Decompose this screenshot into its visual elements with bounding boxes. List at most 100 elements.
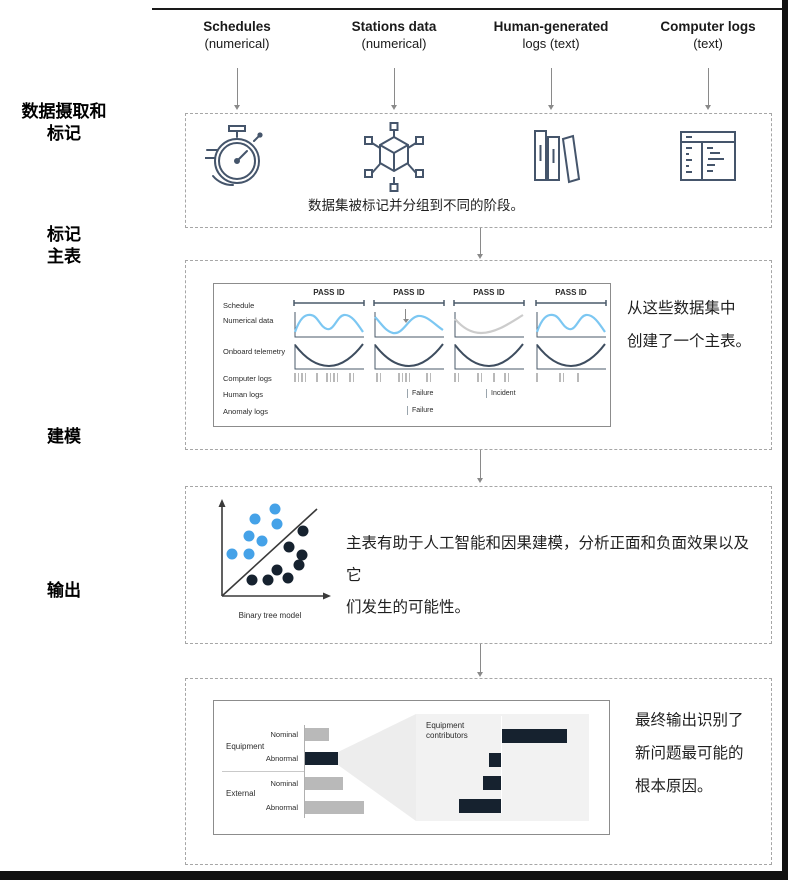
bar-external-abnormal: [305, 801, 364, 814]
stage-label-line: 标记: [47, 124, 81, 143]
highlight-arrow-line: [405, 309, 406, 319]
master-table-panel: Schedule Numerical data Onboard telemetr…: [213, 283, 611, 427]
note-line: 们发生的可能性。: [346, 599, 471, 616]
contributors-label: Equipment contributors: [426, 721, 468, 741]
waterfall-bar-4: [459, 799, 501, 813]
log-ticks: [376, 373, 381, 382]
pass-id-label: PASS ID: [393, 288, 425, 297]
arrow-line: [394, 68, 395, 105]
modeling-note: 主表有助于人工智能和因果建模，分析正面和负面效果以及它 们发生的可能性。: [346, 528, 756, 624]
bar-external-nominal: [305, 777, 343, 790]
zoom-trapezoid: [338, 714, 416, 821]
bar-label: Abnormal: [265, 754, 298, 763]
log-ticks: [477, 373, 482, 382]
log-ticks: [559, 373, 564, 382]
schedule-bracket: [453, 300, 525, 306]
event-tick: [407, 389, 408, 398]
connector-line: [480, 644, 481, 672]
stage-label-line: 主表: [47, 247, 81, 266]
frame-bottom-edge: [0, 871, 788, 880]
bar-equipment-nominal: [305, 728, 329, 741]
row-label: Anomaly logs: [223, 407, 269, 416]
telemetry-chart: [454, 343, 524, 370]
note-line: 从这些数据集中: [627, 300, 736, 317]
down-arrow-icon: [477, 478, 483, 483]
header-title: Computer logs: [660, 19, 756, 34]
wave-chart-gray: [454, 312, 524, 338]
box-ingestion: [185, 113, 772, 228]
stage-label-line: 数据摄取和: [21, 102, 107, 121]
group-label: Equipment: [226, 742, 265, 751]
arrow-line: [708, 68, 709, 105]
waterfall-bar-3: [483, 776, 501, 790]
arrow-line: [237, 68, 238, 105]
header-human-logs: Human-generated logs (text): [471, 18, 631, 52]
log-table-icon: [680, 131, 736, 181]
note-line: 主表有助于人工智能和因果建模，分析正面和负面效果以及它: [346, 535, 750, 584]
wave-chart-blue: [374, 312, 444, 338]
arrow-line: [551, 68, 552, 105]
group-divider-line: [222, 771, 304, 772]
stopwatch-icon: [205, 125, 263, 187]
schedule-bracket: [373, 300, 445, 306]
down-arrow-icon: [705, 105, 711, 110]
log-ticks: [504, 373, 509, 382]
event-label: Failure: [412, 407, 434, 414]
event-tick: [486, 389, 487, 398]
log-ticks: [454, 373, 459, 382]
note-line: 根本原因。: [635, 778, 713, 795]
pass-id-label: PASS ID: [555, 288, 587, 297]
header-schedules: Schedules (numerical): [157, 18, 317, 52]
row-label: Schedule: [223, 301, 255, 310]
schedule-bracket: [535, 300, 607, 306]
header-subtitle: (numerical): [361, 36, 427, 51]
header-title: Human-generated: [493, 19, 609, 34]
bar-axis-line: [304, 725, 305, 818]
log-ticks: [349, 373, 354, 382]
row-label: Computer logs: [223, 374, 272, 383]
log-ticks: [294, 373, 306, 382]
waterfall-axis-line: [501, 716, 502, 813]
telemetry-chart: [374, 343, 444, 370]
waterfall-bar-2: [489, 753, 501, 767]
stage-label-master-table: 标记 主表: [6, 224, 122, 268]
stage-label-line: 建模: [47, 427, 81, 446]
header-subtitle: logs (text): [522, 36, 580, 51]
row-label: Onboard telemetry: [223, 347, 286, 356]
log-ticks: [577, 373, 579, 382]
header-subtitle: (text): [693, 36, 723, 51]
output-panel: Equipment External Nominal Abnormal Nomi…: [213, 700, 610, 835]
bar-label: Abnormal: [265, 803, 298, 812]
down-arrow-icon: [548, 105, 554, 110]
contributors-label-line: Equipment: [426, 721, 465, 730]
down-arrow-icon: [391, 105, 397, 110]
binary-tree-scatter-plot: [218, 499, 331, 600]
output-note: 最终输出识别了 新问题最可能的 根本原因。: [635, 704, 744, 803]
scatter-caption: Binary tree model: [238, 611, 302, 620]
stage-label-output: 输出: [6, 580, 122, 602]
pass-id-label: PASS ID: [473, 288, 505, 297]
down-arrow-icon: [477, 672, 483, 677]
row-label: Human logs: [223, 390, 264, 399]
bar-equipment-abnormal: [305, 752, 338, 765]
frame-top-edge: [152, 8, 788, 10]
header-computer-logs: Computer logs (text): [628, 18, 788, 52]
connector-line: [480, 450, 481, 478]
ingestion-caption: 数据集被标记并分组到不同的阶段。: [308, 198, 524, 213]
bar-label: Nominal: [270, 779, 298, 788]
pass-id-label: PASS ID: [313, 288, 345, 297]
row-label: Numerical data: [223, 316, 274, 325]
wave-chart-blue: [535, 312, 606, 338]
log-ticks: [326, 373, 338, 382]
note-line: 最终输出识别了: [635, 712, 744, 729]
stage-label-modeling: 建模: [6, 426, 122, 448]
header-title: Schedules: [203, 19, 271, 34]
frame-right-edge: [782, 0, 788, 880]
telemetry-chart: [536, 343, 606, 370]
box-modeling: [185, 486, 772, 644]
log-ticks: [398, 373, 410, 382]
books-icon: [534, 130, 581, 184]
log-ticks: [493, 373, 495, 382]
wave-chart-blue: [293, 312, 364, 338]
